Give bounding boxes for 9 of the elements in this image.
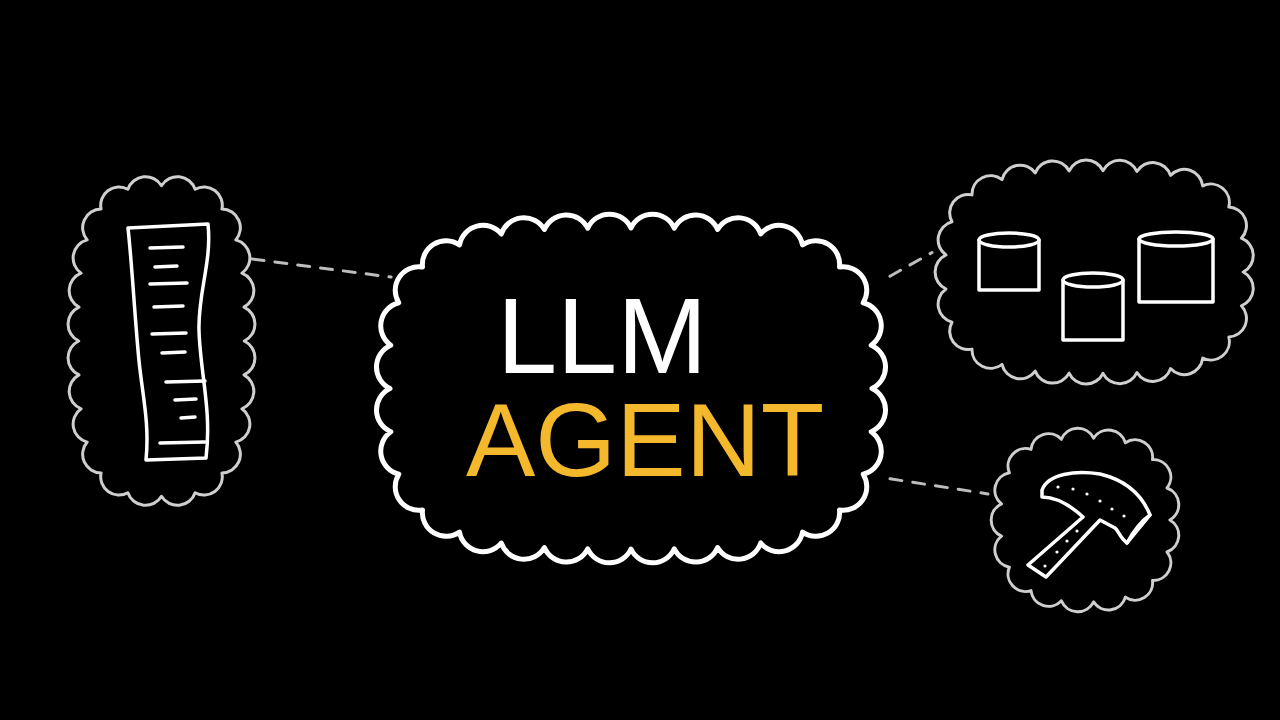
dashed-connector [250,257,393,279]
cloud-shape [988,425,1183,615]
dashed-connector [888,251,934,278]
cloud-shape [65,172,258,510]
cloud-shape [372,210,890,567]
cloud-shape [932,157,1257,387]
cloud-label: LLM [497,282,708,390]
dashed-connector [888,477,990,496]
cloud-label: AGENT [466,388,825,492]
